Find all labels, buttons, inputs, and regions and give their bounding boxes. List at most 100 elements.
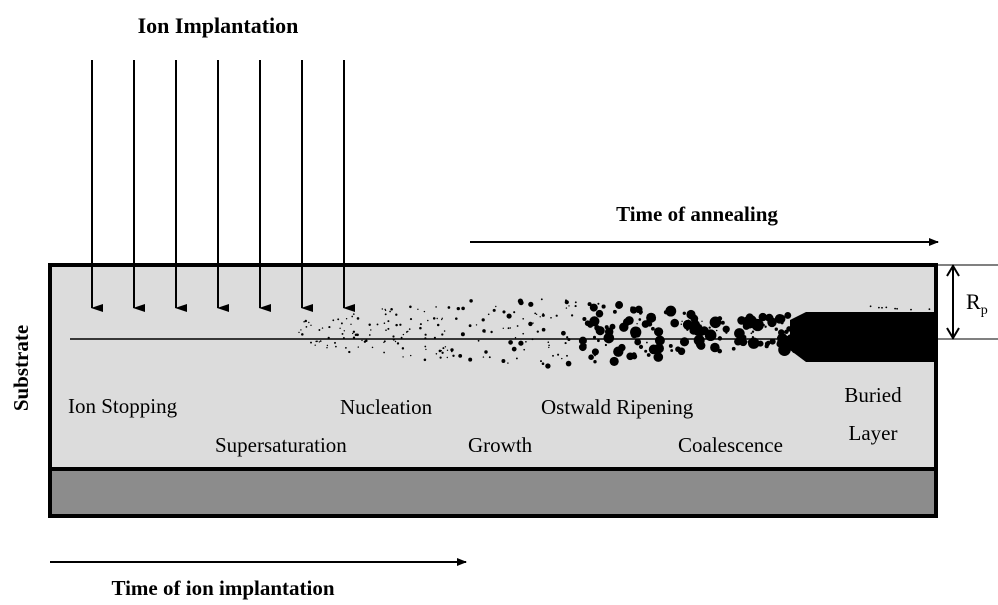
precipitate-dot: [300, 329, 302, 331]
precipitate-dot: [641, 320, 650, 328]
precipitate-dot: [587, 302, 592, 307]
precipitate-dot: [390, 307, 393, 311]
rp-arrow-down-icon: [946, 327, 960, 340]
rp-arrow-up-icon: [946, 264, 960, 277]
precipitate-dot: [710, 342, 720, 353]
precipitate-dot: [679, 337, 690, 347]
precipitate-dot: [455, 317, 458, 320]
precipitate-dot: [686, 309, 696, 320]
precipitate-dot: [438, 349, 442, 353]
precipitate-dot: [395, 313, 398, 316]
precipitate-dot: [433, 336, 436, 339]
precipitate-dot: [401, 347, 405, 350]
precipitate-dot: [611, 359, 613, 362]
precipitate-dot: [319, 340, 322, 342]
precipitate-dot: [566, 336, 569, 339]
precipitate-dot: [777, 335, 791, 349]
precipitate-dot: [722, 325, 730, 333]
precipitate-dot: [666, 306, 676, 316]
precipitate-dot: [441, 318, 443, 321]
precipitate-dot: [525, 340, 527, 343]
stage-coalescence: Coalescence: [678, 433, 783, 457]
precipitate-dot: [435, 353, 438, 355]
precipitate-dot: [552, 354, 554, 357]
precipitate-dot: [298, 331, 300, 334]
precipitate-dot: [675, 322, 678, 325]
precipitate-dot: [564, 342, 567, 345]
precipitate-dot: [670, 349, 674, 352]
precipitate-dot: [561, 330, 566, 336]
precipitate-dot: [352, 330, 356, 333]
precipitate-dot: [446, 349, 449, 351]
precipitate-dot: [507, 362, 509, 364]
precipitate-dot: [651, 316, 656, 322]
precipitate-dot: [638, 318, 642, 321]
precipitate-dot: [337, 318, 340, 321]
precipitate-dot: [427, 319, 429, 322]
precipitate-dot: [751, 330, 755, 333]
precipitate-dot: [383, 322, 386, 324]
precipitate-dot: [541, 327, 546, 332]
precipitate-dot: [758, 312, 768, 322]
precipitate-dot: [435, 306, 437, 308]
precipitate-dot: [693, 334, 705, 346]
precipitate-dot: [769, 317, 776, 325]
precipitate-dot: [368, 323, 371, 326]
precipitate-dot: [351, 315, 354, 318]
precipitate-dot: [458, 354, 463, 358]
precipitate-dot: [475, 324, 478, 326]
precipitate-dot: [399, 323, 402, 326]
precipitate-dot: [326, 344, 329, 347]
precipitate-dot: [511, 346, 517, 352]
precipitate-dot: [624, 316, 634, 325]
precipitate-dot: [734, 328, 745, 339]
precipitate-dot: [630, 306, 638, 314]
precipitate-dot: [682, 311, 686, 315]
precipitate-dot: [774, 313, 785, 324]
precipitate-dot: [484, 331, 486, 333]
implantation-time-label: Time of ion implantation: [111, 576, 334, 600]
precipitate-dot: [315, 340, 317, 343]
precipitate-dot: [502, 310, 506, 314]
precipitate-dot: [638, 344, 644, 349]
precipitate-dot: [405, 331, 408, 333]
precipitate-dot: [509, 327, 511, 329]
precipitate-dot: [383, 341, 385, 344]
stage-supersaturation: Supersaturation: [215, 433, 347, 457]
precipitate-dot: [595, 326, 605, 336]
precipitate-dot: [644, 349, 648, 353]
precipitate-dot: [689, 326, 698, 335]
precipitate-dot: [395, 323, 398, 327]
precipitate-dot: [613, 346, 624, 357]
precipitate-dot: [604, 343, 607, 347]
precipitate-dot: [308, 321, 310, 324]
stage-ostwald-ripening: Ostwald Ripening: [541, 395, 694, 419]
precipitate-dot: [518, 340, 524, 346]
stage-nucleation: Nucleation: [340, 395, 433, 419]
precipitate-dot: [612, 309, 617, 314]
precipitate-dot: [370, 329, 372, 331]
precipitate-dot: [442, 347, 445, 350]
precipitate-dot: [601, 304, 606, 309]
precipitate-dot: [352, 336, 356, 339]
precipitate-dot: [508, 340, 513, 345]
precipitate-dot: [545, 363, 551, 369]
precipitate-dot: [387, 327, 390, 330]
precipitate-dot: [708, 326, 711, 329]
precipitate-dot: [477, 339, 480, 342]
precipitate-dot: [615, 301, 624, 309]
precipitate-dot: [769, 338, 776, 345]
precipitate-dot: [354, 333, 358, 337]
precipitate-dot: [540, 360, 542, 363]
precipitate-dot: [894, 307, 896, 310]
precipitate-dot: [432, 317, 436, 320]
stage-growth: Growth: [468, 433, 533, 457]
precipitate-dot: [310, 341, 312, 344]
precipitate-dot: [481, 318, 485, 322]
precipitate-dot: [682, 319, 693, 330]
precipitate-dot: [578, 336, 587, 345]
precipitate-dot: [704, 329, 717, 342]
precipitate-dot: [381, 308, 383, 310]
precipitate-dot: [720, 320, 725, 325]
precipitate-dot: [574, 301, 577, 304]
